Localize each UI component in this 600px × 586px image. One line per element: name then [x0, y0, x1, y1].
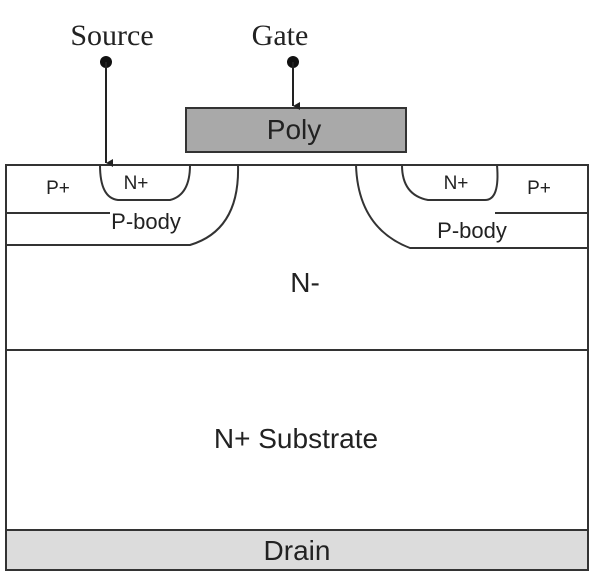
left-n-plus-region	[99, 164, 191, 201]
gate-label: Gate	[252, 19, 309, 52]
n-plus-substrate-region	[5, 349, 589, 531]
left-p-plus-label: P+	[46, 178, 70, 199]
source-label: Source	[70, 19, 153, 52]
right-n-plus-label: N+	[444, 173, 469, 194]
drain-label: Drain	[264, 535, 331, 566]
n-minus-label: N-	[290, 267, 320, 298]
poly-label: Poly	[267, 114, 321, 145]
left-p-body-label: P-body	[111, 209, 181, 234]
left-p-body-region	[6, 164, 240, 246]
right-p-body-label: P-body	[437, 218, 507, 243]
poly-gate	[185, 107, 407, 153]
right-p-body-region	[355, 164, 588, 249]
right-p-plus-label: P+	[527, 178, 551, 199]
right-n-plus-region	[401, 164, 499, 201]
n-plus-substrate-label: N+ Substrate	[214, 423, 378, 454]
n-minus-region	[5, 164, 589, 351]
drain-layer	[5, 529, 589, 571]
left-n-plus-label: N+	[124, 173, 149, 194]
